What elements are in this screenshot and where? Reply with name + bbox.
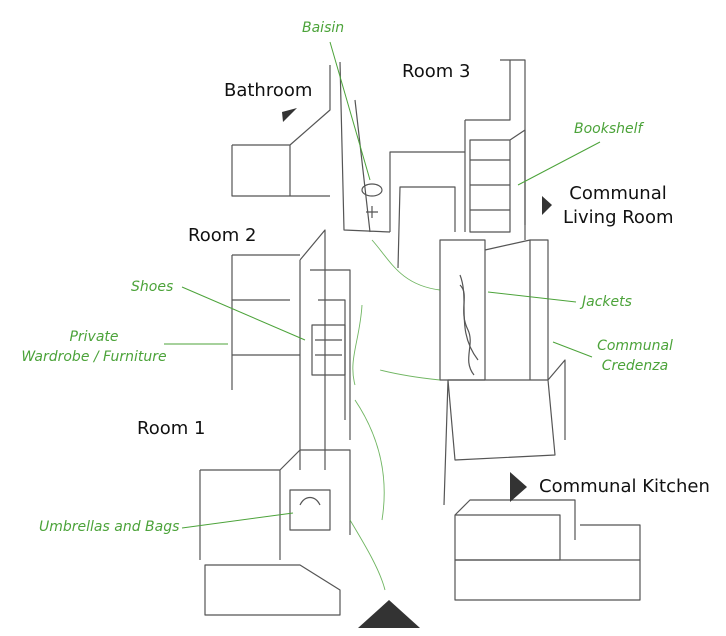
living-room-line2: Living Room: [563, 207, 674, 228]
annotation-jackets: Jackets: [582, 294, 632, 310]
leader-baisin: [329, 41, 371, 181]
arrow-bathroom: [282, 108, 297, 122]
kitchen-counter: [454, 559, 641, 601]
right-wall: [500, 59, 549, 380]
umbrella-stand: [289, 489, 331, 531]
door-swing-room2: [352, 304, 363, 386]
jacket-cabinet: [439, 239, 531, 381]
door-swing-entry: [349, 519, 386, 591]
jacket-hanging: [459, 284, 475, 376]
door-swing-room1: [354, 399, 385, 521]
leader-credenza: [552, 341, 593, 358]
room-label-room2: Room 2: [188, 225, 257, 246]
arrow-entrance: [358, 600, 420, 628]
room1-walls: [199, 449, 351, 560]
annotation-umbrellas: Umbrellas and Bags: [39, 519, 180, 535]
room-label-living-room: Communal Living Room: [563, 183, 674, 228]
room-label-bathroom: Bathroom: [224, 80, 313, 101]
room-label-room1: Room 1: [137, 418, 206, 439]
room-label-room3: Room 3: [402, 61, 471, 82]
annotation-private-wardrobe: Private Wardrobe / Furniture: [14, 330, 174, 364]
bathroom-inner: [339, 61, 391, 233]
arrow-living-room: [542, 196, 552, 215]
annotation-shoes: Shoes: [131, 279, 174, 295]
leader-jackets: [487, 291, 577, 303]
shoe-rack: [311, 324, 346, 376]
room3-walls: [389, 60, 511, 269]
private-line2: Wardrobe / Furniture: [21, 349, 167, 365]
credenza-line2: Credenza: [601, 358, 669, 374]
private-line1: Private: [69, 329, 119, 345]
living-room-line1: Communal: [569, 183, 667, 204]
leader-bookshelf: [517, 141, 601, 186]
bathroom-walls: [231, 65, 331, 197]
left-corridor-wall: [299, 229, 351, 470]
annotation-bookshelf: Bookshelf: [574, 121, 643, 137]
leader-shoes: [181, 286, 306, 341]
door-swing-bathroom: [371, 239, 441, 291]
room-label-kitchen: Communal Kitchen: [539, 476, 710, 497]
basin: [361, 183, 383, 197]
annotation-baisin: Baisin: [302, 20, 345, 36]
door-swing-credenza: [379, 369, 441, 381]
annotation-credenza: Communal Credenza: [590, 339, 680, 373]
kitchen-block: [454, 499, 641, 561]
leader-umbrellas: [181, 512, 294, 529]
credenza-block: [443, 359, 566, 506]
room2-walls: [231, 254, 300, 390]
credenza-line1: Communal: [597, 338, 673, 354]
arrow-kitchen: [510, 472, 527, 502]
entry-wall-left: [204, 564, 341, 616]
bookshelf-sketch: [469, 129, 526, 233]
